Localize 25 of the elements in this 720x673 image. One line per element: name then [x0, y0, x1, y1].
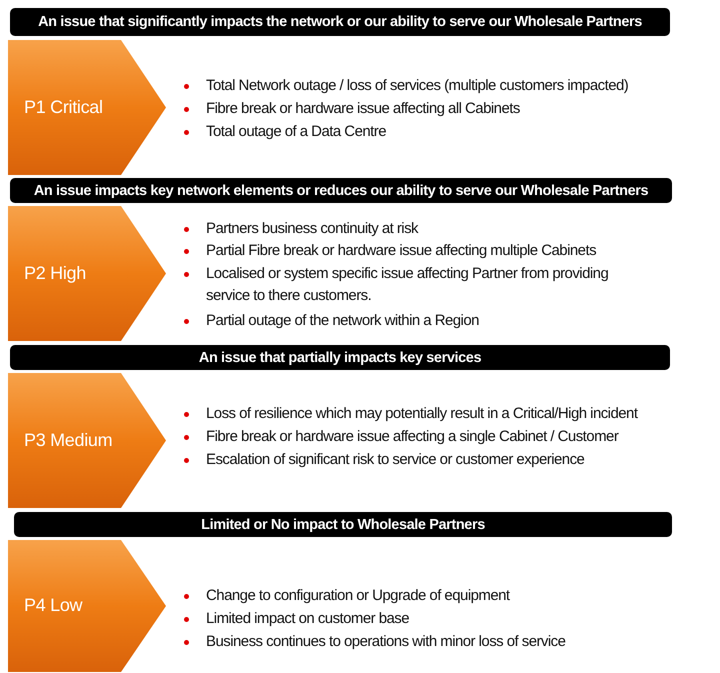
priority-label: P3 Medium	[24, 430, 112, 450]
priority-banner	[8, 206, 166, 341]
priority-banner	[8, 40, 166, 175]
bullet-text: Business continues to operations with minor loss of service	[206, 632, 566, 652]
bullet-text: Partners business continuity at risk	[206, 219, 418, 239]
priority-label: P4 Low	[24, 595, 82, 616]
bullet-text: Change to configuration or Upgrade of equipment	[206, 586, 510, 606]
priority-label: P1 Critical	[24, 96, 103, 118]
priority-banner	[8, 540, 166, 672]
bullet-text: Fibre break or hardware issue affecting a single Cabinet / Customer	[206, 427, 618, 447]
bullet-text: Localised or system specific issue affecting Partner from providing service to there customers.	[206, 264, 610, 306]
priority-label: P2 High	[24, 262, 86, 284]
bullet-text: Escalation of significant risk to service or customer experience	[206, 450, 584, 470]
header-bar: An issue that significantly impacts the network or our ability to serve our Wholesale Partners	[10, 8, 670, 36]
header-bar: Limited or No impact to Wholesale Partners	[14, 512, 672, 537]
bullet-text: Partial outage of the network within a Region	[206, 311, 479, 331]
bullet-text: Fibre break or hardware issue affecting all Cabinets	[206, 99, 520, 119]
bullet-text: Total outage of a Data Centre	[206, 122, 386, 142]
bullet-text: Partial Fibre break or hardware issue affecting multiple Cabinets	[206, 241, 596, 261]
header-bar: An issue impacts key network elements or reduces our ability to serve our Wholesale Partners	[10, 178, 672, 203]
priority-banner	[8, 373, 166, 508]
bullet-text: Loss of resilience which may potentially result in a Critical/High incident	[206, 404, 638, 424]
bullet-text: Limited impact on customer base	[206, 609, 410, 629]
bullet-text: Total Network outage / loss of services (multiple customers impacted)	[206, 76, 628, 96]
header-bar: An issue that partially impacts key services	[10, 345, 670, 370]
